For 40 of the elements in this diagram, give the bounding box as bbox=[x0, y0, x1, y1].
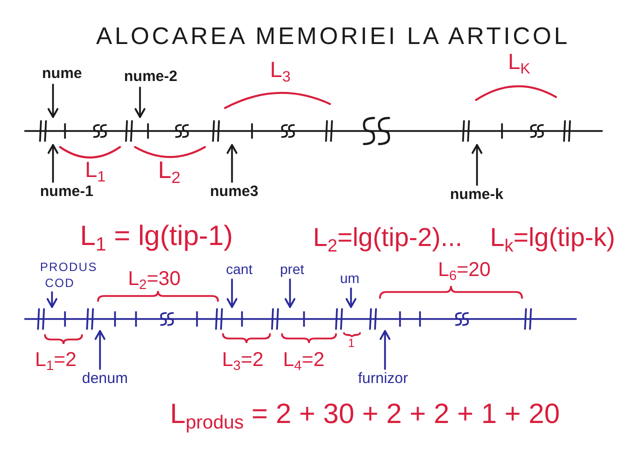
length-label: L$_{4}$=2 bbox=[283, 349, 324, 371]
length-label: L$_{K}$ bbox=[508, 50, 530, 74]
leader-arrow bbox=[48, 84, 58, 118]
length-label: L$_{2}$=30 bbox=[128, 268, 181, 290]
field-label: furnizor bbox=[358, 371, 408, 388]
total-length-formula: L$_{produs}$ = 2 + 30 + 2 + 2 + 1 + 20 bbox=[170, 399, 560, 430]
field-label: nume-1 bbox=[40, 184, 94, 200]
field-label: pret bbox=[280, 262, 304, 278]
leader-arrow bbox=[48, 144, 58, 183]
length-label: 1 bbox=[348, 337, 355, 350]
leader-arrow bbox=[46, 291, 58, 308]
leader-arrow bbox=[226, 144, 238, 183]
formula: L$_{1}$ = lg(tip-1) bbox=[80, 221, 233, 252]
title: ALOCAREA MEMORIEI LA ARTICOL bbox=[96, 24, 570, 50]
field-label: nume bbox=[42, 66, 82, 82]
field-label: nume-2 bbox=[124, 69, 178, 86]
field-label: um bbox=[340, 271, 360, 286]
leader-arrow bbox=[380, 330, 390, 370]
memory-strip bbox=[23, 117, 604, 145]
formula: L$_{2}$=lg(tip-2)... bbox=[313, 223, 462, 252]
leader-arrow bbox=[134, 86, 146, 118]
length-label: L$_{3}$=2 bbox=[222, 349, 264, 371]
length-label: L$_{2}$ bbox=[158, 158, 180, 184]
length-label: L$_{3}$ bbox=[270, 58, 291, 82]
leader-arrow bbox=[284, 278, 296, 308]
field-label: COD bbox=[45, 277, 75, 290]
formula: L$_{k}$=lg(tip-k) bbox=[490, 223, 616, 252]
leader-arrow bbox=[226, 278, 238, 308]
leader-arrow bbox=[94, 330, 106, 370]
length-label: L$_{1}$ bbox=[85, 158, 106, 182]
record-name: PRODUS bbox=[40, 261, 98, 274]
length-label: L$_{6}$=20 bbox=[438, 259, 491, 281]
leader-arrow bbox=[346, 288, 356, 308]
memory-strip bbox=[23, 307, 578, 331]
field-label: denum bbox=[82, 371, 128, 388]
field-label: nume-k bbox=[450, 187, 504, 204]
field-label: nume3 bbox=[210, 184, 258, 200]
field-label: cant bbox=[226, 262, 252, 278]
length-label: L$_{1}$=2 bbox=[35, 349, 76, 371]
leader-arrow bbox=[472, 144, 482, 186]
